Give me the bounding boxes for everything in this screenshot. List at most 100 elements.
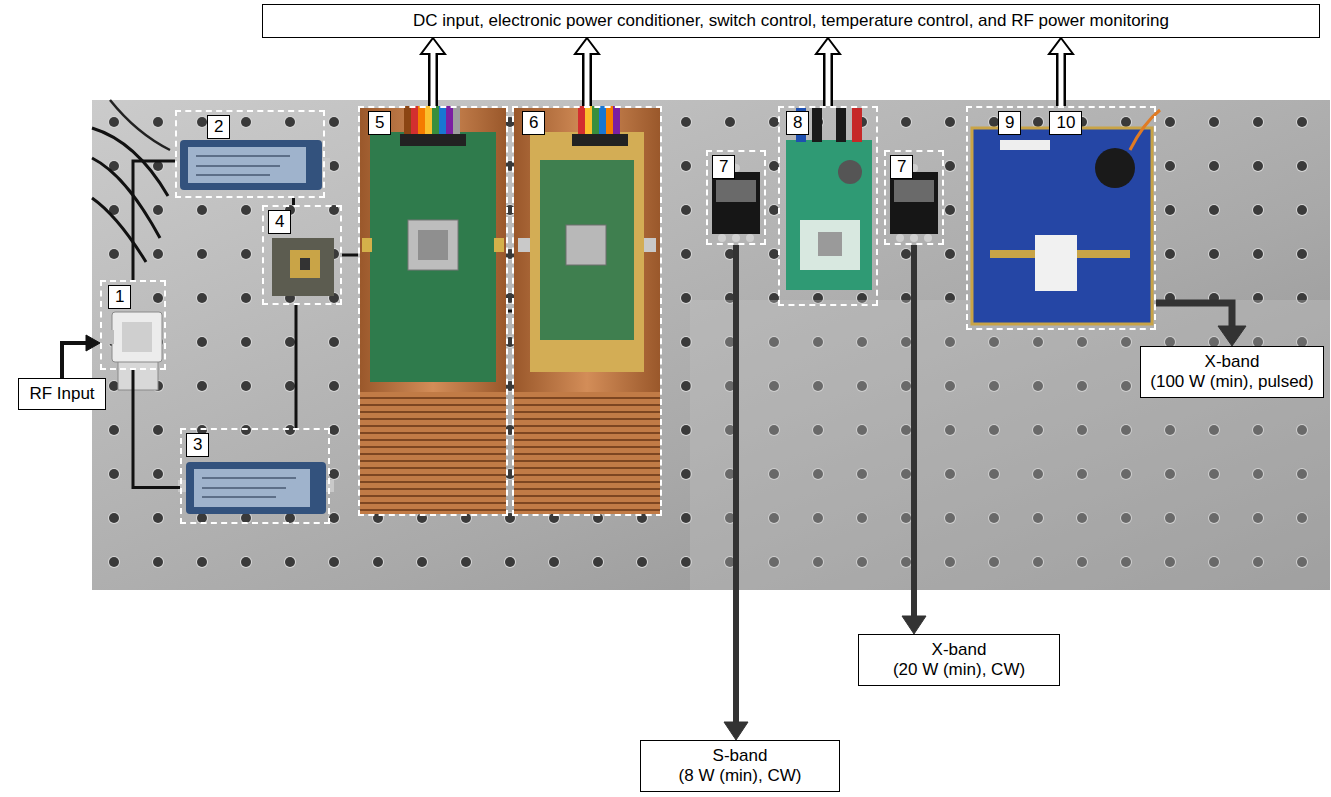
- hollow-arrow-inner: [1059, 51, 1064, 106]
- heatsink-amplifier: [566, 225, 606, 265]
- box-text: (20 W (min), CW): [893, 660, 1025, 680]
- amplifier-board: [786, 140, 872, 290]
- box-text: (100 W (min), pulsed): [1150, 372, 1313, 392]
- heatsink-amplifier: [578, 106, 585, 134]
- amplifier-module: [194, 469, 310, 507]
- output-arrow-line: [911, 245, 917, 620]
- component-region: 1: [100, 280, 166, 370]
- cable-connector: [133, 161, 175, 280]
- heatsink-amplifier: [514, 392, 660, 514]
- output-arrow: [1156, 303, 1246, 346]
- amplifier-module: [196, 155, 290, 157]
- heatsink-amplifier: [599, 106, 606, 134]
- callout-number: 5: [368, 111, 391, 135]
- amplifier-module: [178, 462, 334, 514]
- rf-switch: [896, 234, 904, 242]
- hollow-arrow-inner: [826, 51, 831, 106]
- callout-number: 8: [786, 111, 809, 135]
- callout-number: 4: [268, 210, 291, 234]
- hollow-arrow: [1049, 38, 1073, 106]
- cable-connector: [296, 305, 297, 428]
- switch-module: [290, 250, 320, 278]
- rf-switch: [894, 180, 934, 202]
- amplifier-module: [180, 140, 322, 190]
- output-arrow-head: [1218, 326, 1246, 346]
- cable-bundle: [92, 100, 170, 262]
- heatsink-amplifier: [360, 106, 506, 514]
- amplifier-module: [172, 140, 330, 190]
- heatsink-amplifier: [360, 392, 506, 514]
- cable-bundle: [110, 100, 170, 150]
- component-region: 8: [778, 106, 878, 306]
- heatsink-amplifier: [418, 106, 425, 134]
- output-arrow: [724, 245, 748, 740]
- amplifier-module: [202, 487, 286, 489]
- label-box: DC input, electronic power conditioner, …: [262, 4, 1320, 38]
- box-text: RF Input: [29, 384, 94, 404]
- callout-number: 10: [1049, 111, 1082, 135]
- amplifier-board: [852, 108, 862, 142]
- switch-module: [272, 238, 334, 296]
- cable-connector-line: [292, 198, 295, 205]
- amplifier-module: [186, 462, 326, 514]
- output-arrow-line: [733, 245, 739, 726]
- amplifier-module: [202, 496, 276, 498]
- heatsink-amplifier: [425, 106, 432, 134]
- pegboard-photo: [92, 100, 1330, 590]
- callout-number: 1: [108, 285, 131, 309]
- heatsink-amplifier: [572, 134, 628, 146]
- component-region: 7: [884, 150, 944, 245]
- cable-connector-line: [295, 305, 298, 428]
- hollow-arrow-inner: [585, 51, 590, 106]
- heatsink-amplifier: [585, 106, 592, 134]
- rf-switch: [890, 172, 938, 234]
- hollow-arrow: [421, 38, 445, 106]
- cable-connector-line: [133, 370, 180, 488]
- signal-arrow-head: [86, 335, 100, 351]
- pegboard-photo: [92, 100, 1330, 590]
- pegboard-photo: [92, 100, 1330, 590]
- heatsink-amplifier: [514, 106, 660, 514]
- switch-module: [300, 258, 310, 270]
- power-amplifier-board: [1035, 235, 1077, 291]
- heatsink-amplifier: [530, 132, 644, 372]
- amplifier-module: [202, 477, 296, 479]
- amplifier-board: [812, 108, 822, 142]
- component-region: 6: [512, 106, 662, 516]
- heatsink-amplifier: [494, 238, 504, 252]
- heatsink-amplifier: [514, 108, 660, 514]
- power-amplifier-board: [1000, 140, 1050, 150]
- box-text: X-band: [932, 640, 987, 660]
- hollow-arrow-inner: [431, 51, 436, 106]
- callout-number: 6: [522, 111, 545, 135]
- cable-bundle: [92, 158, 160, 238]
- hollow-arrow: [816, 38, 840, 106]
- coupler-device: [122, 322, 152, 352]
- heatsink-amplifier: [418, 230, 448, 260]
- output-arrow: [902, 245, 926, 634]
- rf-switch: [924, 234, 932, 242]
- heatsink-amplifier: [439, 106, 446, 134]
- cable-connector: [342, 255, 358, 256]
- component-region: 7: [706, 150, 766, 245]
- output-arrow-head: [724, 722, 748, 740]
- heatsink-amplifier: [518, 238, 530, 252]
- heatsink-amplifier: [606, 106, 613, 134]
- rf-switch: [746, 234, 754, 242]
- heatsink-amplifier: [540, 160, 634, 340]
- cable-bundle: [92, 198, 146, 262]
- component-region: 3: [180, 428, 330, 524]
- power-amplifier-board: [1095, 148, 1135, 188]
- heatsink-amplifier: [592, 106, 599, 134]
- component-region: 910: [966, 106, 1156, 330]
- component-region: 2: [175, 110, 325, 198]
- power-amplifier-board: [972, 128, 1152, 324]
- label-box: RF Input: [18, 378, 106, 410]
- output-label-box: S-band(8 W (min), CW): [640, 740, 840, 792]
- pegboard-photo: [690, 300, 1330, 590]
- cable-connector-line: [342, 254, 358, 257]
- heatsink-amplifier: [404, 106, 411, 134]
